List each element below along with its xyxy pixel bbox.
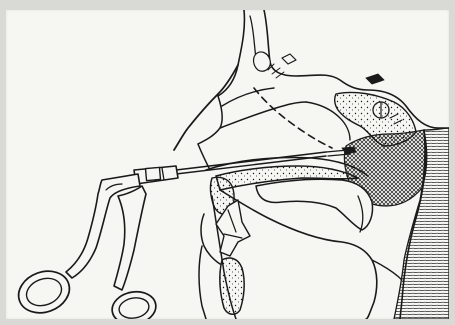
forceps-hinge <box>134 166 178 184</box>
forceps-anatomy-illustration <box>6 10 449 319</box>
skull-base-outline <box>218 10 449 128</box>
nasal-profile <box>174 65 306 150</box>
illustration-paper <box>6 10 449 319</box>
forceps-arms <box>66 174 146 290</box>
forceps-finger-rings <box>13 264 159 319</box>
soft-palate <box>256 179 373 232</box>
